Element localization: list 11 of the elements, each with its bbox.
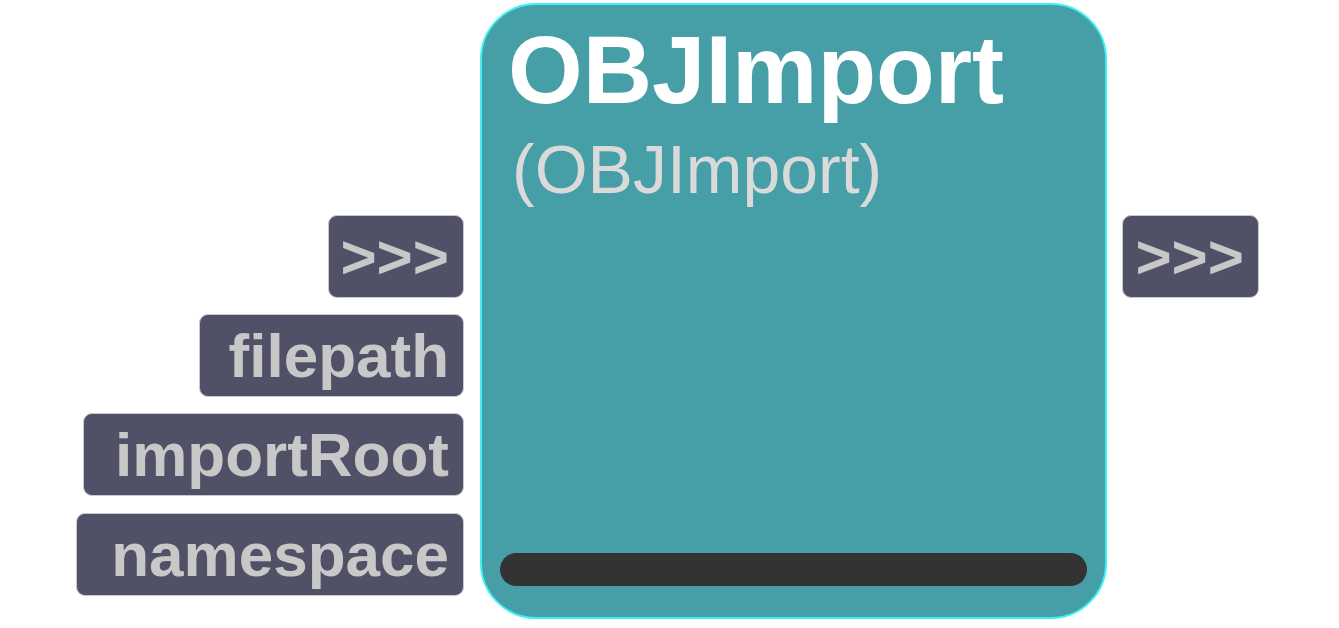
port-label: >>> bbox=[340, 225, 449, 288]
port-box bbox=[76, 513, 464, 596]
node-subtitle: (OBJImport) bbox=[512, 130, 883, 209]
port-box bbox=[1122, 215, 1259, 298]
port-box bbox=[328, 215, 464, 298]
port-label: >>> bbox=[1135, 225, 1244, 288]
status-bar bbox=[500, 553, 1087, 586]
node-title: OBJImport bbox=[508, 17, 1005, 123]
port-box bbox=[199, 314, 464, 397]
node-card bbox=[480, 3, 1107, 619]
port-box bbox=[83, 413, 464, 496]
